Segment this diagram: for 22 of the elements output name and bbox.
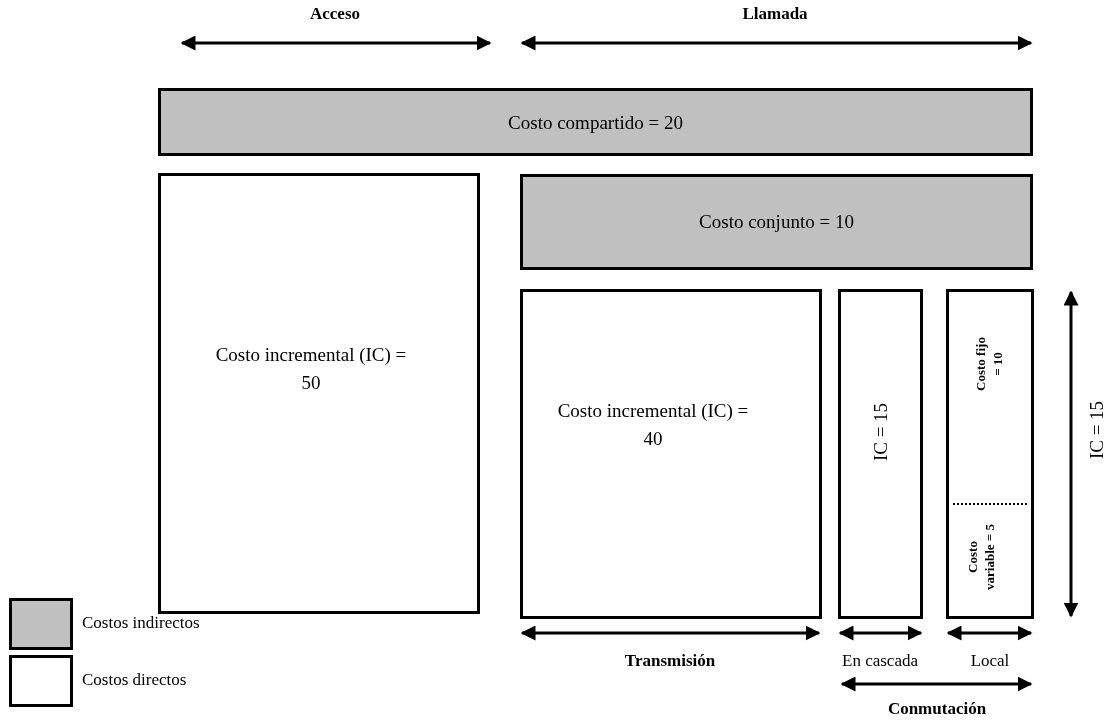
cost-label: Costo fijo = 10 <box>973 336 1006 393</box>
dimension-label: Acceso <box>310 4 360 24</box>
dimension-label: Llamada <box>742 4 808 24</box>
dimension-label: Transmisión <box>624 651 716 671</box>
dimension-label: Local <box>970 651 1010 671</box>
cost-block <box>520 174 1033 270</box>
dimension-label: En cascada <box>842 651 918 671</box>
cost-block <box>158 173 480 614</box>
cost-label: IC = 15 <box>869 402 892 462</box>
cost-column <box>946 289 1034 619</box>
cost-label: Costo incremental (IC) = 50 <box>214 343 408 395</box>
cost-label: Costo compartido = 20 <box>507 111 684 135</box>
cost-label: Costo variable = 5 <box>964 523 998 592</box>
legend-label: Costos indirectos <box>82 613 200 633</box>
cost-block <box>158 88 1033 156</box>
legend-label: Costos directos <box>82 670 187 690</box>
cost-label: Costo incremental (IC) = 40 <box>556 399 750 451</box>
dimension-label: Conmutación <box>887 699 987 719</box>
cost-label: Costo conjunto = 10 <box>698 210 855 234</box>
cost-block <box>520 289 822 619</box>
cost-column <box>838 289 923 619</box>
dimension-label: IC = 15 <box>1086 400 1108 460</box>
